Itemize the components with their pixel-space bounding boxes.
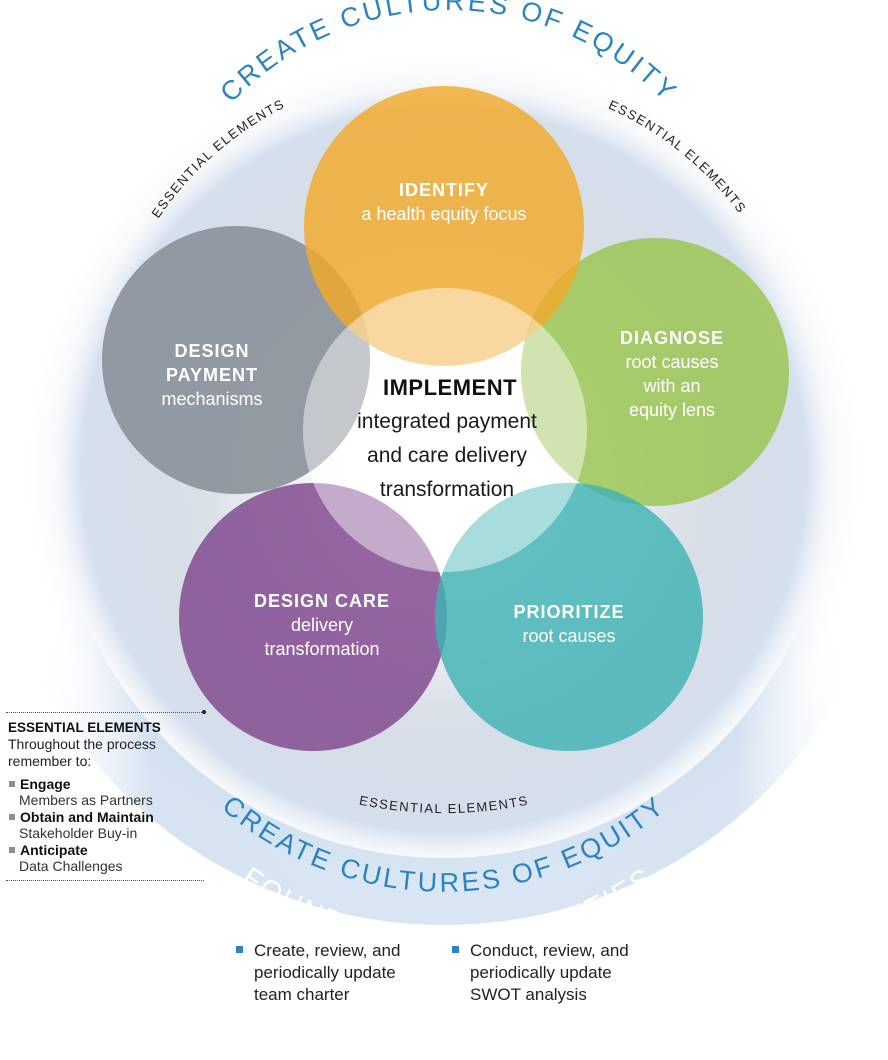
legend-item-bold: Anticipate: [20, 842, 88, 858]
essential-elements-legend: ESSENTIAL ELEMENTS Throughout the proces…: [6, 710, 206, 881]
legend-item-text: Members as Partners: [19, 792, 153, 808]
design-care-circle: [179, 483, 447, 751]
identify-subtitle: a health equity focus: [361, 204, 526, 224]
design-payment-circle: [102, 226, 370, 494]
identify-circle: [304, 86, 584, 366]
legend-heading: ESSENTIAL ELEMENTS: [8, 720, 161, 735]
legend-item-text: Stakeholder Buy-in: [19, 825, 138, 841]
implement-line-3: transformation: [380, 478, 514, 501]
diagnose-line-1: root causes: [625, 352, 718, 372]
identify-title: IDENTIFY: [399, 180, 489, 200]
legend-item-bold: Obtain and Maintain: [20, 809, 154, 825]
implement-line-1: integrated payment: [357, 410, 537, 433]
legend-item: Engage Members as Partners: [6, 776, 204, 808]
legend-item-bold: Engage: [20, 776, 71, 792]
foundational-activity-item: Conduct, review, and periodically update…: [452, 940, 647, 1006]
diagnose-line-3: equity lens: [629, 400, 715, 420]
blue-bullet-icon: [236, 946, 243, 953]
legend-top-rule: [6, 710, 206, 714]
design-care-title: DESIGN CARE: [254, 591, 390, 611]
legend-bottom-rule: [6, 880, 204, 881]
design-payment-title-1: DESIGN: [174, 341, 249, 361]
diagnose-title: DIAGNOSE: [620, 328, 724, 348]
legend-bullet-icon: [9, 814, 15, 820]
legend-item: Anticipate Data Challenges: [6, 842, 204, 874]
diagnose-line-2: with an: [642, 376, 700, 396]
foundational-activity-text: Create, review, and periodically update …: [254, 941, 401, 1004]
foundational-activity-text: Conduct, review, and periodically update…: [470, 941, 629, 1004]
design-care-line-2: transformation: [264, 639, 379, 659]
design-payment-subtitle: mechanisms: [161, 389, 262, 409]
legend-item: Obtain and Maintain Stakeholder Buy-in: [6, 809, 204, 841]
venn-group: [102, 86, 789, 751]
implement-title: IMPLEMENT: [383, 375, 517, 400]
legend-text: Throughout the process remember to:: [8, 736, 156, 769]
prioritize-subtitle: root causes: [522, 626, 615, 646]
design-payment-title-2: PAYMENT: [166, 365, 258, 385]
prioritize-circle: [435, 483, 703, 751]
implement-circle-highlight: [303, 288, 587, 572]
legend-rule-dot: [202, 710, 206, 714]
legend-bullet-icon: [9, 781, 15, 787]
diagnose-circle: [521, 238, 789, 506]
prioritize-title: PRIORITIZE: [513, 602, 624, 622]
design-care-line-1: delivery: [291, 615, 353, 635]
legend-bullet-icon: [9, 847, 15, 853]
legend-item-text: Data Challenges: [19, 858, 123, 874]
blue-bullet-icon: [452, 946, 459, 953]
implement-line-2: and care delivery: [367, 444, 527, 467]
foundational-activity-item: Create, review, and periodically update …: [236, 940, 431, 1006]
